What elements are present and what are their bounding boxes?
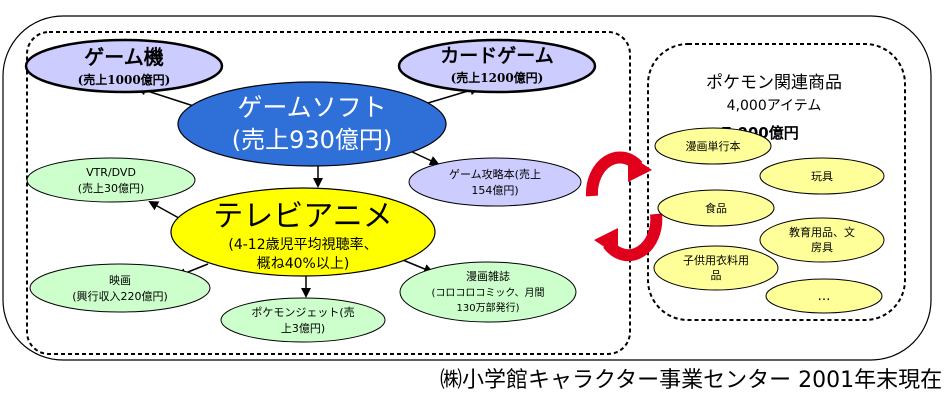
cycle-arrows-icon	[585, 151, 663, 262]
manga-mag-line1: 漫画雑誌	[466, 269, 510, 283]
node-movie: 映画 (興行収入220億円)	[29, 263, 211, 313]
tv-anime-name: テレビアニメ	[213, 199, 392, 234]
related-goods-count: 4,000アイテム	[727, 98, 822, 114]
pokemon-jet-line2: 上3億円)	[281, 322, 325, 335]
vtr-dvd-name: VTR/DVD	[86, 166, 136, 179]
product-more: …	[765, 278, 883, 314]
left-group-frame	[26, 31, 631, 355]
game-machine-sales: (売上1000億円)	[78, 72, 171, 87]
product-label: 玩具	[811, 170, 833, 183]
movie-line2: (興行収入220億円)	[72, 290, 168, 303]
product-label: 子供用衣料用	[683, 253, 749, 267]
product-ellipses: 漫画単行本 玩具 食品 教育用品、文 房具 子供用衣料用 品 …	[653, 127, 885, 314]
node-tv-anime: テレビアニメ (4-12歳児平均視聴率、 概ね40%以上)	[170, 187, 436, 277]
product-food: 食品	[657, 189, 775, 227]
node-game-machine: ゲーム機 (売上1000億円)	[24, 38, 224, 94]
product-toys: 玩具	[759, 157, 885, 195]
product-label-2: 品	[711, 269, 722, 282]
source-caption: ㈱小学館キャラクター事業センター 2001年末現在	[440, 368, 943, 393]
tv-anime-line1: (4-12歳児平均視聴率、	[228, 236, 377, 253]
strategy-book-line1: ゲーム攻略本(売上	[449, 167, 541, 181]
strategy-book-line2: 154億円)	[471, 184, 518, 197]
movie-line1: 映画	[109, 274, 131, 287]
product-label: …	[818, 289, 831, 304]
right-group-frame	[647, 43, 906, 321]
product-label: 食品	[705, 201, 727, 215]
game-machine-name: ゲーム機	[84, 45, 163, 69]
card-game-sales: (売上1200億円)	[451, 70, 544, 85]
node-vtr-dvd: VTR/DVD (売上30億円)	[26, 157, 196, 203]
node-game-soft: ゲームソフト (売上930億円)	[177, 81, 447, 167]
manga-mag-line3: 130万部発行)	[457, 301, 520, 314]
product-label: 漫画単行本	[686, 139, 741, 153]
card-game-name: カードゲーム	[440, 45, 553, 67]
outer-frame	[2, 15, 932, 361]
product-label: 教育用品、文	[789, 225, 855, 239]
node-strategy-book: ゲーム攻略本(売上 154億円)	[408, 157, 582, 207]
game-soft-sales: (売上930億円)	[232, 126, 393, 154]
vtr-dvd-sales: (売上30億円)	[78, 182, 145, 195]
pokemon-jet-line1: ポケモンジェット(売	[251, 306, 354, 319]
product-manga-books: 漫画単行本	[654, 127, 772, 165]
product-children-clothing: 子供用衣料用 品	[653, 245, 779, 291]
node-card-game: カードゲーム (売上1200億円)	[397, 38, 597, 94]
node-pokemon-jet: ポケモンジェット(売 上3億円)	[220, 297, 386, 343]
manga-mag-line2: (コロコロコミック、月間	[431, 287, 544, 299]
tv-anime-line2: 概ね40%以上)	[257, 256, 350, 272]
node-manga-magazine: 漫画雑誌 (コロコロコミック、月間 130万部発行)	[399, 261, 577, 323]
product-label-2: 房具	[811, 241, 833, 254]
product-education-stationery: 教育用品、文 房具	[759, 217, 885, 263]
game-soft-name: ゲームソフト	[237, 93, 386, 122]
related-goods-header: ポケモン関連商品 4,000アイテム 7,000億円	[706, 73, 842, 142]
related-goods-title: ポケモン関連商品	[706, 73, 842, 93]
